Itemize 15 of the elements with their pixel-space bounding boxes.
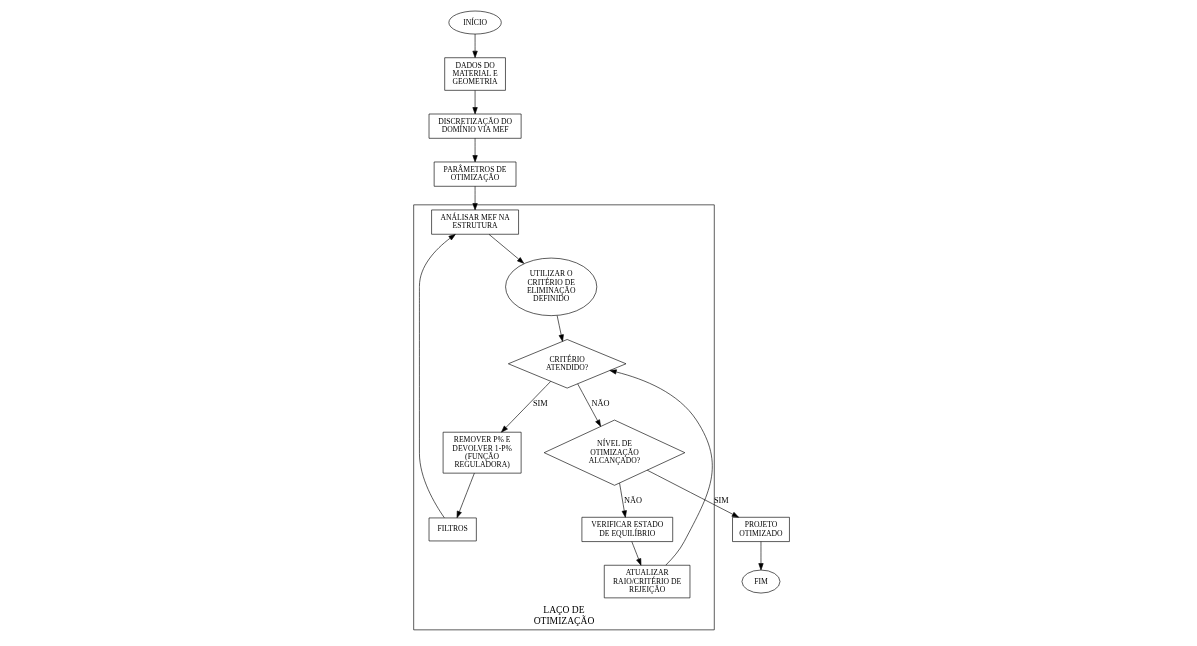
arrow bbox=[418, 234, 456, 519]
arrow bbox=[472, 33, 478, 58]
arrow bbox=[472, 138, 478, 163]
arrow bbox=[556, 315, 564, 342]
arrow bbox=[618, 482, 627, 518]
arrow bbox=[472, 186, 478, 211]
arrow bbox=[757, 541, 764, 571]
arrow bbox=[609, 369, 712, 566]
arrow bbox=[472, 90, 478, 115]
arrow bbox=[646, 469, 739, 518]
arrow bbox=[630, 541, 641, 566]
arrow bbox=[488, 234, 524, 264]
arrow bbox=[576, 383, 601, 427]
arrow bbox=[500, 381, 551, 433]
arrow bbox=[456, 472, 475, 519]
